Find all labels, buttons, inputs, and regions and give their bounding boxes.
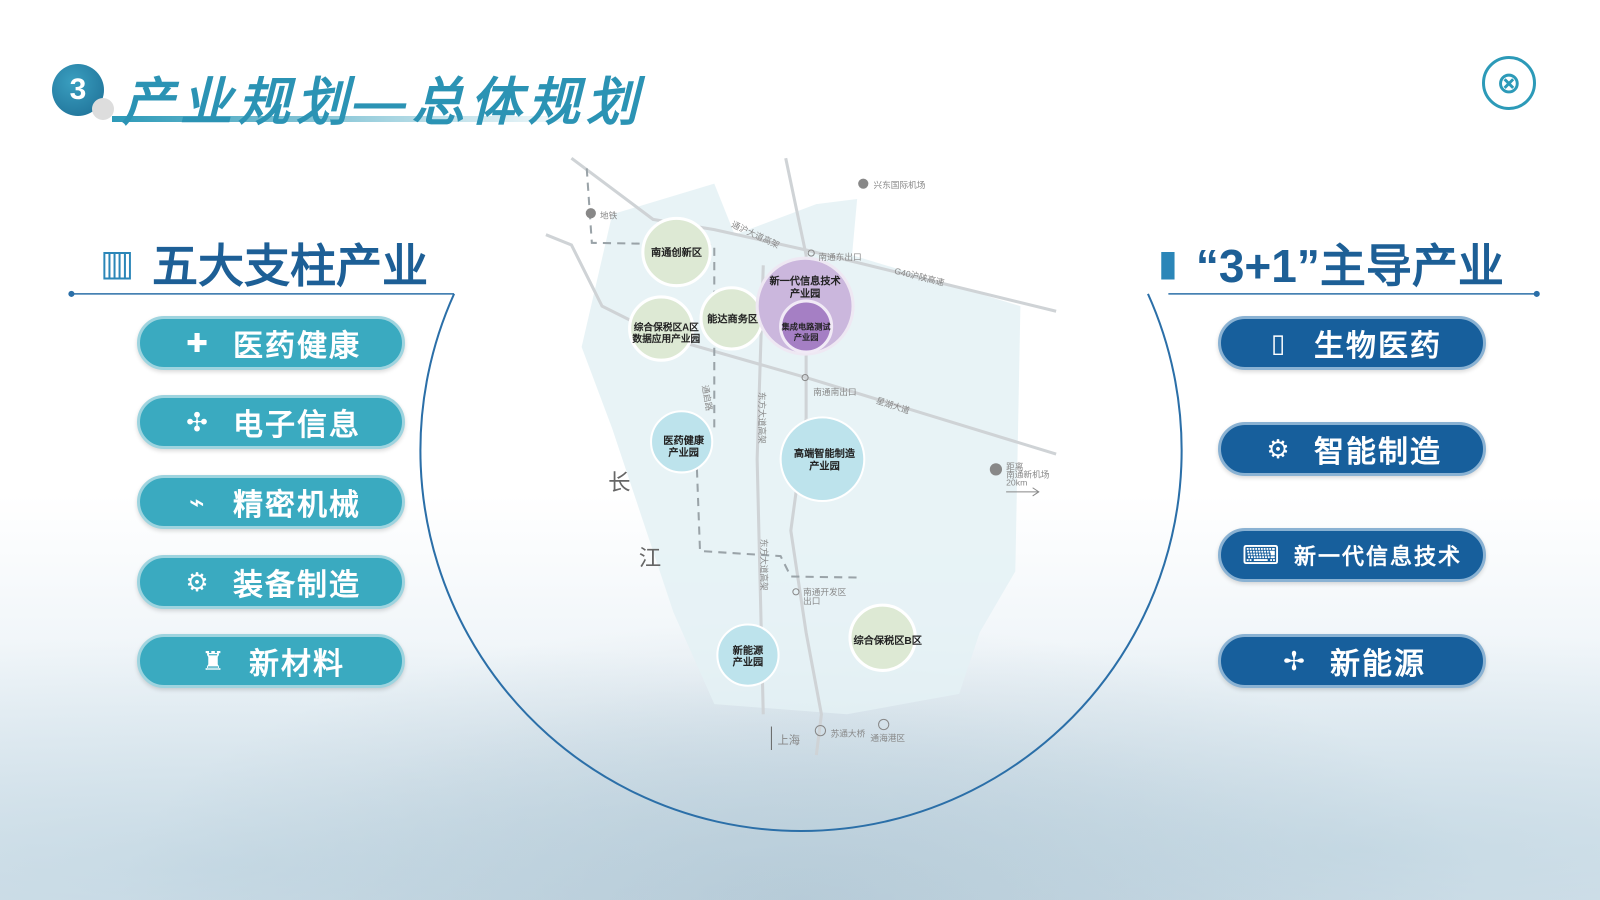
zone-bonded-b-label: 综合保税区B区 [854, 634, 922, 647]
capsule-icon: ▯ [1270, 327, 1288, 358]
lead-label: 新能源 [1330, 648, 1426, 681]
pillar-equipment-manufacturing[interactable]: ⚙ 装备制造 [137, 555, 405, 609]
label-sutong: 苏通大桥 [831, 728, 866, 739]
right-section-title: “3+1”主导产业 [1195, 240, 1504, 292]
lead-label: 生物医药 [1314, 330, 1442, 363]
lead-intelligent-manufacturing[interactable]: ⚙ 智能制造 [1218, 422, 1486, 476]
zone-pharma-label: 医药健康 [663, 434, 705, 447]
left-divider-dot [68, 290, 75, 297]
label-river1: 长 [608, 470, 630, 496]
zone-nengda-label: 能达商务区 [707, 312, 758, 325]
section-number: 3 [52, 64, 104, 116]
lead-label: 智能制造 [1314, 436, 1442, 469]
label-east-exit: 南通东出口 [818, 251, 861, 262]
metro-icon [585, 208, 596, 219]
label-river2: 江 [639, 545, 661, 571]
exit-icon [807, 249, 815, 257]
lead-label: 新一代信息技术 [1293, 544, 1462, 569]
title-underline [112, 116, 592, 122]
pillar-label: 新材料 [249, 648, 345, 681]
robot-arm-icon: ⚙ [185, 566, 211, 597]
wind-turbine-icon: ✢ [1283, 645, 1307, 676]
zone-hightech [779, 416, 866, 503]
pillar-label: 医药健康 [233, 330, 361, 363]
exit-icon [801, 373, 809, 382]
label-dongfang2: 东方大道高架 [759, 539, 770, 591]
zone-bonded-a-label: 综合保税区A区 [634, 321, 699, 334]
buildings-icon: ▥ [100, 242, 135, 283]
pillar-new-materials[interactable]: ♜ 新材料 [137, 634, 405, 688]
zone-newenergy-label2: 产业园 [733, 655, 764, 668]
bottle-icon: ♜ [201, 645, 227, 676]
pillar-label: 装备制造 [233, 569, 361, 602]
airport-icon [989, 463, 1003, 476]
zone-bonded-b [848, 603, 917, 672]
robot-icon: ⚙ [1266, 433, 1292, 464]
pillar-precision-machinery[interactable]: ⌁ 精密机械 [137, 475, 405, 529]
arrow-icon [1006, 487, 1040, 497]
anchor-icon [878, 718, 890, 731]
right-divider-dot [1533, 290, 1540, 297]
label-dongfang1: 东方大道高架 [757, 392, 768, 444]
label-south-exit: 南通南出口 [813, 386, 856, 397]
pillar-electronic-info[interactable]: ✣ 电子信息 [137, 395, 405, 449]
zone-innovation-label: 南通创新区 [651, 246, 702, 259]
tech-screen-icon: ⌨ [1241, 539, 1282, 570]
label-shanghai: 上海 [778, 733, 800, 747]
lead-next-gen-it[interactable]: ⌨ 新一代信息技术 [1218, 528, 1486, 582]
label-tonghai: 通海港区 [870, 732, 905, 743]
zone-pharma [650, 410, 714, 474]
zone-ic-label: 集成电路测试 [781, 322, 832, 332]
zone-ic-test [779, 299, 834, 354]
label-new-airport: 距离 [1006, 460, 1024, 471]
zone-bonded-a [628, 295, 695, 362]
label-devzone-exit: 南通开发区 [803, 586, 847, 597]
left-section-header: ▥ 五大支柱产业 [100, 230, 428, 296]
zone-innovation [641, 216, 712, 288]
pillar-label: 精密机械 [233, 489, 361, 522]
lead-new-energy[interactable]: ✢ 新能源 [1218, 634, 1486, 688]
skyscraper-icon: ▮ [1158, 242, 1178, 283]
airport-icon [858, 178, 869, 189]
label-new-airport2: 南通新机场 [1006, 469, 1050, 480]
label-new-airport3: 20km [1006, 478, 1027, 488]
label-road-w: 通启路 [700, 384, 715, 412]
exit-icon [792, 588, 800, 596]
left-section-title: 五大支柱产业 [152, 240, 429, 292]
monitor-wave-icon: ⌁ [189, 486, 207, 517]
big-arc [419, 293, 1183, 833]
zone-newenergy [716, 623, 780, 687]
medical-kit-icon: ✚ [186, 327, 210, 358]
bridge-icon [814, 725, 827, 737]
label-devzone-exit2: 出口 [803, 595, 820, 606]
logo-emblem: ⊗ [1482, 56, 1536, 110]
zone-bonded-a-label2: 数据应用产业园 [632, 332, 700, 345]
pillar-label: 电子信息 [233, 409, 361, 442]
zone-ic-label2: 产业园 [794, 332, 818, 342]
page-title: 产业规划—总体规划 [122, 74, 645, 132]
label-airport: 兴东国际机场 [873, 179, 925, 190]
circuit-icon: ✣ [186, 406, 210, 437]
zone-newenergy-label: 新能源 [733, 644, 764, 657]
label-metro: 地铁 [600, 209, 618, 220]
zone-nextgen-label2: 产业园 [790, 287, 821, 300]
right-section-header: ▮ “3+1”主导产业 [1158, 230, 1504, 296]
zone-hightech-label: 高端智能制造 [794, 447, 856, 460]
zone-hightech-label2: 产业园 [809, 459, 840, 472]
zone-nextgen-label: 新一代信息技术 [769, 275, 841, 288]
section-number-dot [92, 98, 114, 120]
lead-biomedicine[interactable]: ▯ 生物医药 [1218, 316, 1486, 370]
zone-pharma-label2: 产业园 [668, 446, 699, 459]
pillar-medical-health[interactable]: ✚ 医药健康 [137, 316, 405, 370]
